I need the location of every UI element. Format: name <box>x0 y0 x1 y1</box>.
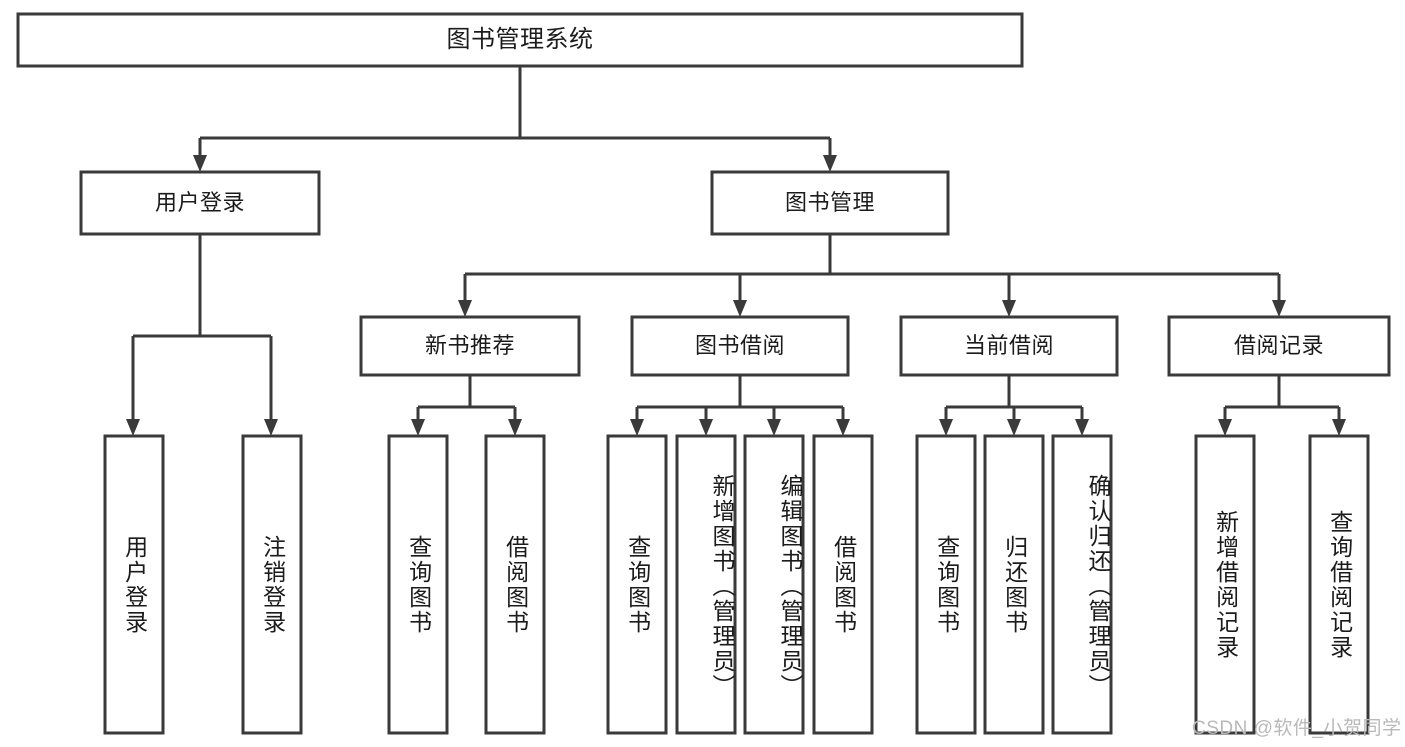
arrow-head-icon <box>733 300 747 317</box>
node-box-leaf-confirm-return-admin[interactable] <box>1051 434 1113 735</box>
arrow-head-icon <box>411 419 425 436</box>
node-box-leaf-query-book-recommend[interactable] <box>387 434 449 735</box>
node-box-leaf-borrow-book-recommend[interactable] <box>484 434 546 735</box>
node-box-leaf-borrow-book[interactable] <box>812 434 874 735</box>
node-box-leaf-add-borrow-record[interactable] <box>1194 434 1256 735</box>
node-box-leaf-return-book[interactable] <box>983 434 1045 735</box>
arrow-head-icon <box>767 419 781 436</box>
node-box-borrow-record[interactable] <box>1167 315 1391 377</box>
csdn-watermark: CSDN @软件_小贺同学 <box>1192 718 1402 739</box>
node-box-book-manage[interactable] <box>710 170 950 236</box>
node-box-user-login[interactable] <box>79 170 321 236</box>
node-box-leaf-add-book-admin[interactable] <box>675 434 737 735</box>
connector-layer <box>126 66 1346 436</box>
node-box-leaf-query-book-borrow[interactable] <box>606 434 668 735</box>
arrow-head-icon <box>458 300 472 317</box>
arrow-head-icon <box>126 419 140 436</box>
node-box-leaf-logout[interactable] <box>241 434 303 735</box>
arrow-head-icon <box>1218 419 1232 436</box>
arrow-head-icon <box>508 419 522 436</box>
arrow-head-icon <box>1332 419 1346 436</box>
arrow-head-icon <box>939 419 953 436</box>
node-box-current-borrow[interactable] <box>899 315 1119 377</box>
arrow-head-icon <box>1272 300 1286 317</box>
node-box-new-book-recommend[interactable] <box>359 315 581 377</box>
arrow-head-icon <box>193 155 207 172</box>
node-box-layer <box>16 12 1391 735</box>
node-box-root[interactable] <box>16 12 1024 68</box>
arrow-head-icon <box>1075 419 1089 436</box>
node-box-book-borrow[interactable] <box>630 315 850 377</box>
arrow-head-icon <box>836 419 850 436</box>
arrow-head-icon <box>699 419 713 436</box>
arrow-head-icon <box>630 419 644 436</box>
arrow-head-icon <box>1007 419 1021 436</box>
arrow-head-icon <box>264 419 278 436</box>
node-box-leaf-user-login[interactable] <box>103 434 165 735</box>
arrow-head-icon <box>1002 300 1016 317</box>
node-box-leaf-edit-book-admin[interactable] <box>743 434 805 735</box>
node-box-leaf-query-borrow-record[interactable] <box>1308 434 1370 735</box>
arrow-head-icon <box>823 155 837 172</box>
node-box-leaf-query-book-current[interactable] <box>915 434 977 735</box>
